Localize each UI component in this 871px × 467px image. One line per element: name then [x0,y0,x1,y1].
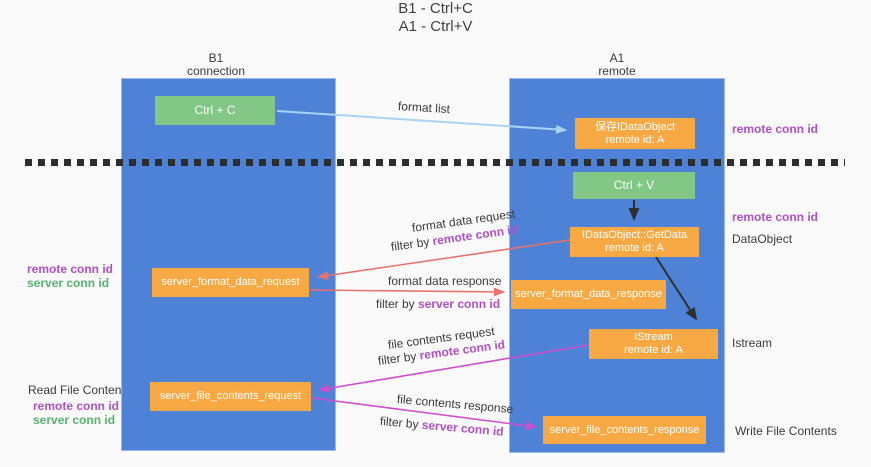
save-idataobject-line2: remote id: A [605,133,665,146]
format-data-response-arrow [309,287,505,297]
server-conn-id-note-left2: server conn id [33,413,116,427]
ctrl-c-label: Ctrl + C [194,103,236,117]
istream-note: Istream [732,336,773,350]
server-file-contents-request-label: server_file_contents_request [159,390,302,402]
server-file-contents-response-label: server_file_contents_response [549,423,700,436]
lane-header-b1: B1 connection [146,52,286,78]
istream-box: IStream remote id: A [589,329,718,359]
title-line-2: A1 - Ctrl+V [398,18,473,35]
server-file-contents-request-box: server_file_contents_request [150,382,311,411]
dataobject-note: DataObject [732,232,793,246]
dashed-divider [25,159,845,166]
getdata-line2: remote id: A [605,242,664,254]
lane-b1-name: B1 [208,51,224,65]
remote-conn-id-note-left2: remote conn id [33,399,120,413]
getdata-line1: IDataObject::GetData [581,229,688,241]
file-contents-response-label: file contents response [396,392,514,417]
filter-by-text: filter by [376,297,419,311]
lane-b1-role: connection [186,64,246,78]
save-idataobject-box: 保存IDataObject remote id: A [575,118,695,149]
read-file-contents-note: Read File Contents [28,383,131,397]
format-list-label: format list [397,99,451,117]
diagram-title: B1 - Ctrl+C A1 - Ctrl+V [0,0,871,36]
server-conn-id-note-left: server conn id [27,276,110,290]
conn-id-stack-bottom: remote conn id server conn id [33,399,119,427]
conn-id-stack-top: remote conn id server conn id [27,262,113,290]
server-format-data-response-box: server_format_data_response [511,280,666,309]
title-line-1: B1 - Ctrl+C [398,0,473,17]
filter-by-server-label-1: filter by server conn id [376,297,500,311]
save-idataobject-line1: 保存IDataObject [594,120,676,133]
remote-conn-id-note-left: remote conn id [27,262,114,276]
lane-header-a1: A1 remote [547,52,687,78]
ctrl-c-box: Ctrl + C [155,96,275,125]
format-data-response-label: format data response [388,274,502,288]
lane-a1-name: A1 [609,51,625,65]
server-conn-id-highlight: server conn id [421,417,505,439]
filter-by-text: filter by [379,414,423,432]
istream-line1: IStream [634,331,673,343]
lane-a1-role: remote [598,64,636,78]
server-format-data-response-label: server_format_data_response [515,288,662,300]
istream-line2: remote id: A [624,344,683,356]
filter-by-server-label-2: filter by server conn id [379,414,504,439]
remote-conn-id-note-top: remote conn id [732,122,819,136]
server-format-data-request-label: server_format_data_request [161,276,300,288]
ctrl-v-label: Ctrl + V [613,178,655,192]
remote-conn-id-note-mid: remote conn id [732,210,819,224]
server-format-data-request-box: server_format_data_request [152,268,309,297]
filter-by-text: filter by [377,348,421,368]
server-file-contents-response-box: server_file_contents_response [543,416,706,444]
filter-by-text: filter by [390,234,434,254]
idataobject-getdata-box: IDataObject::GetData remote id: A [570,227,699,257]
ctrl-v-box: Ctrl + V [573,172,695,199]
write-file-contents-note: Write File Contents [735,424,837,438]
server-conn-id-highlight: server conn id [418,297,501,311]
